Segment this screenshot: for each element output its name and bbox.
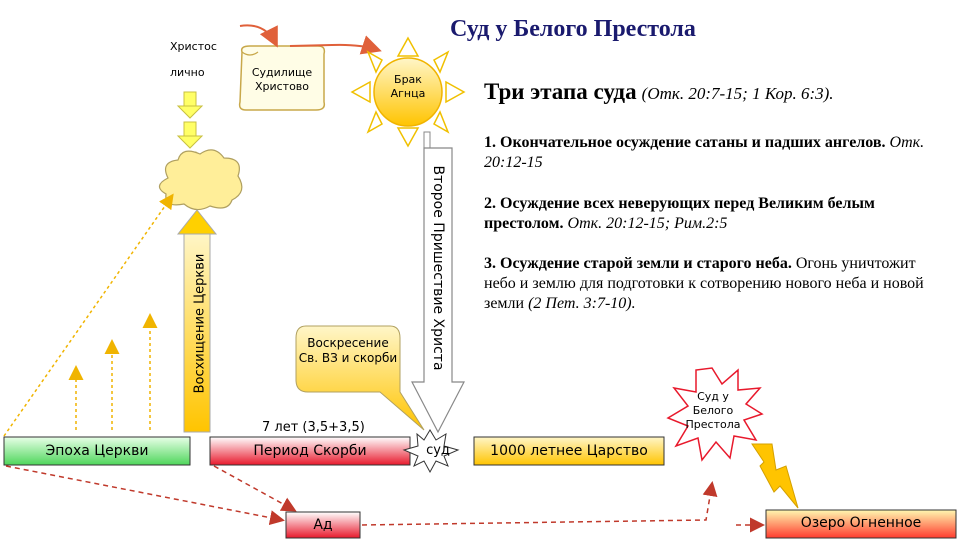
sud-label: суд [426, 443, 450, 458]
church-age-box [3, 436, 191, 466]
point-2-bold: 2. Осуждение всех неверующих перед Велик… [484, 195, 875, 232]
lake-label: Озеро Огненное [800, 515, 922, 531]
arrow-to-scroll [239, 24, 278, 48]
scroll-label: Судилище Христово [251, 66, 313, 93]
point-2-ref: Отк. 20:12-15; Рим.2:5 [567, 215, 728, 232]
christ-label-2: лично [170, 66, 205, 79]
christ-label-1: Христос [170, 40, 217, 53]
hell-box [285, 511, 361, 539]
judgment-star [666, 367, 764, 462]
subtitle-ref: (Отк. 20:7-15; 1 Кор. 6:3). [641, 84, 834, 103]
hell-label: Ад [313, 517, 333, 533]
scroll-shape [238, 45, 326, 111]
lake-box [765, 509, 957, 539]
resurrection-callout [295, 325, 425, 431]
tribulation-label: Период Скорби [253, 443, 367, 459]
point-2: 2. Осуждение всех неверующих перед Велик… [484, 194, 950, 234]
point-1-ref: Отк. 20:12-15 [484, 134, 925, 171]
subtitle-main: Три этапа суда [484, 79, 637, 104]
dotted-rise-arrows [3, 193, 174, 437]
dashed-red-arrows [5, 465, 765, 533]
cloud-shape [158, 149, 243, 211]
church-age-label: Эпоха Церкви [45, 443, 149, 459]
subtitle: Три этапа суда (Отк. 20:7-15; 1 Кор. 6:3… [484, 78, 834, 107]
millennium-box [473, 436, 665, 466]
resurrection-label: Воскресение Св. ВЗ и скорби [298, 336, 398, 365]
sun-shape [350, 36, 466, 148]
page-title: Суд у Белого Престола [450, 16, 696, 42]
seven-years-label: 7 лет (3,5+3,5) [262, 420, 365, 435]
point-1-bold: 1. Окончательное осуждение сатаны и падш… [484, 134, 886, 151]
point-3-normal: Огонь уничтожит небо и землю для подгото… [484, 255, 924, 312]
rapture-arrow [176, 209, 218, 433]
point-3-ref: (2 Пет. 3:7-10). [528, 295, 636, 312]
point-1: 1. Окончательное осуждение сатаны и падш… [484, 133, 950, 173]
sun-label: Брак Агнца [390, 73, 426, 100]
point-3: 3. Осуждение старой земли и старого неба… [484, 254, 940, 314]
millennium-label: 1000 летнее Царство [490, 443, 648, 459]
lightning-bolt [751, 443, 799, 509]
second-coming-arrow [411, 131, 465, 434]
sud-star [402, 429, 460, 474]
second-coming-label: Второе Пришествие Христа [430, 165, 446, 371]
point-3-bold: 3. Осуждение старой земли и старого неба… [484, 255, 792, 272]
arrow-to-sun [289, 35, 382, 55]
judgment-star-label: Суд у Белого Престола [685, 390, 741, 431]
rapture-label: Восхищение Церкви [192, 253, 208, 394]
